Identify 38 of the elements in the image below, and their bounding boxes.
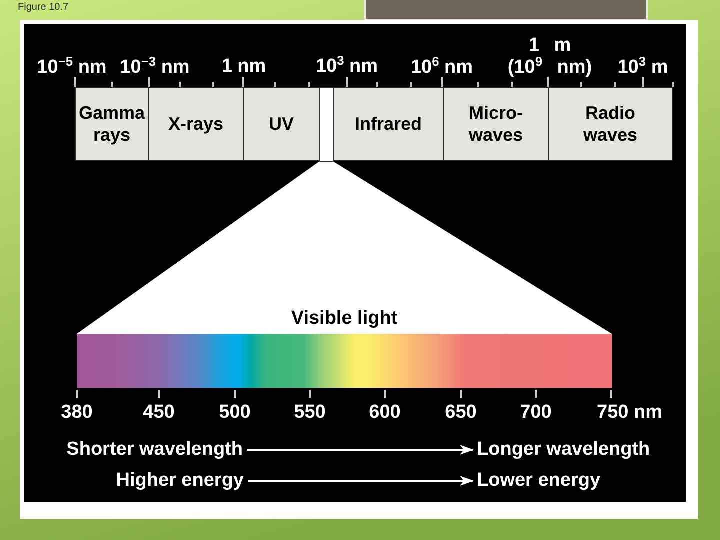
visible-light-wedge xyxy=(77,162,612,334)
scale-label: 1 m (10$^{9}$ nm) xyxy=(506,35,594,79)
arrow xyxy=(248,476,474,486)
axis-tick-label: 380 xyxy=(61,402,93,424)
axis-tick-label: 600 xyxy=(369,402,401,424)
spectrum-band-box xyxy=(148,87,244,161)
spectrum-band-box xyxy=(333,87,444,161)
wavelength-label: Longer wavelength xyxy=(477,439,650,461)
axis-tick-label: 650 xyxy=(445,402,477,424)
band-name: Micro- waves xyxy=(468,102,524,146)
axis-tick-label: 500 xyxy=(219,402,251,424)
region-label: Visible light xyxy=(291,308,398,330)
spectrum-band-box xyxy=(548,87,673,161)
wavelength-label: Shorter wavelength xyxy=(66,439,243,461)
band-name: UV xyxy=(268,112,294,136)
spectrum-band-box xyxy=(75,87,149,161)
scale-label: 10$^{−3}$ nm xyxy=(120,57,190,79)
visible-spectrum-bar xyxy=(77,334,612,388)
axis-tick-label: 700 xyxy=(520,402,552,424)
band-name: Infrared xyxy=(354,112,422,136)
band-name: X-rays xyxy=(168,112,224,136)
scale-label: 10$^{3}$ nm xyxy=(316,56,378,78)
band-name: Gamma rays xyxy=(78,102,146,146)
axis-tick-label: 750 nm xyxy=(597,402,662,424)
figure-number: Figure 10.7 xyxy=(18,2,69,13)
axis-tick-label: 550 xyxy=(294,402,326,424)
energy-label: Lower energy xyxy=(477,470,601,492)
spectrum-band-box xyxy=(443,87,549,161)
scale-label: 10$^{3}$ m xyxy=(618,57,668,79)
band-name: Radio waves xyxy=(582,102,639,146)
scale-label: 10$^{6}$ nm xyxy=(410,57,474,79)
spectrum-band-box xyxy=(243,87,320,161)
scale-label: 1 nm xyxy=(222,56,266,78)
axis-tick-label: 450 xyxy=(143,402,175,424)
scale-label: 10$^{−5}$ nm xyxy=(37,57,107,79)
arrow xyxy=(247,445,474,455)
energy-label: Higher energy xyxy=(116,470,244,492)
visible-band-strip xyxy=(319,87,334,162)
